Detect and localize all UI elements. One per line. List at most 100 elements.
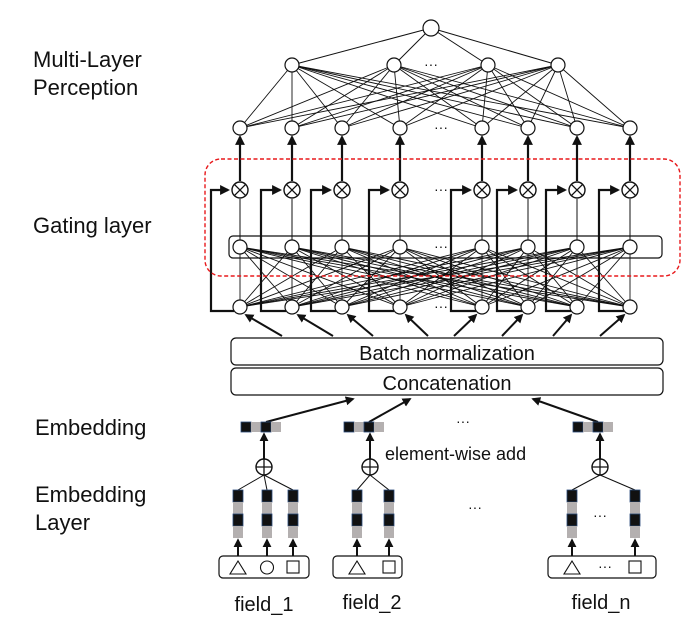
bn-to-node-arrow (501, 313, 524, 337)
gate-node (232, 239, 248, 255)
mlp-label-line1: Multi-Layer (33, 47, 142, 72)
mlp-edge-output-hidden (393, 27, 432, 66)
mlp-edge-hidden-input (341, 64, 395, 129)
feature-embedding-vector (351, 489, 363, 538)
embedding-layer-ellipsis: ··· (468, 499, 482, 515)
mlp-edge-hidden-input (239, 64, 489, 129)
square-input-icon (628, 560, 642, 574)
gate-node (622, 239, 638, 255)
gate-node (569, 239, 585, 255)
embedding-cell-dark (383, 513, 395, 527)
skip-connection-arrow (209, 185, 234, 313)
feature-embedding-vector (232, 489, 244, 538)
gate-dense-edge (291, 246, 631, 308)
gate-dense-edge (576, 246, 631, 308)
element-wise-add-label: element-wise add (385, 444, 526, 464)
bottom-node (474, 299, 490, 315)
embedding-to-concat-arrow (531, 397, 599, 423)
mlp-edge-hidden-input (481, 64, 489, 129)
skip-connection-arrow (309, 185, 336, 313)
feature-embedding-vector (629, 489, 641, 538)
mlp-hidden-node (550, 57, 566, 73)
vector-to-add-line (237, 474, 265, 491)
embedding-cell-light (384, 502, 394, 514)
bottom-node (284, 299, 300, 315)
gate-dense-edge (399, 246, 631, 308)
embedding-layer-label-line2: Layer (35, 510, 90, 535)
embedding-cell-light (603, 422, 613, 432)
mlp-edge-hidden-input (291, 64, 401, 129)
mlp-edge-hidden-input (239, 64, 395, 129)
mlp-edge-hidden-input (239, 64, 293, 129)
gate-dense-edge (399, 246, 578, 308)
mlp-hidden-node (284, 57, 300, 73)
embedding-cell-dark (351, 513, 363, 527)
embedding-cell-dark (287, 489, 299, 503)
mlp-edge-hidden-input (291, 64, 395, 129)
gate-dense-edge (239, 246, 483, 308)
mlp-hidden-node (480, 57, 496, 73)
field-2-label: field_2 (343, 592, 402, 614)
mlp-edge-hidden-input (291, 64, 489, 129)
field-embedding-vector (343, 421, 384, 433)
skip-connection-arrow (449, 185, 476, 313)
mlp-input-node (284, 120, 300, 136)
gate-dense-edge (239, 246, 401, 308)
embedding-to-concat-arrow (368, 398, 412, 423)
gating-layer-region (204, 158, 681, 277)
mlp-edge-hidden-input (291, 64, 529, 129)
field-n-label: field_n (572, 592, 631, 614)
embedding-cell-light (630, 526, 640, 538)
embedding-cell-dark (260, 421, 272, 433)
mlp-input-node (474, 120, 490, 136)
gating-layer-label: Gating layer (33, 213, 152, 238)
bottom-node (232, 299, 248, 315)
embedding-cell-light (288, 526, 298, 538)
feature-embedding-vector (261, 489, 273, 538)
vector-to-add-line (263, 474, 268, 491)
field-1-label: field_1 (235, 594, 294, 616)
mlp-label-line2: Perception (33, 75, 138, 100)
mlp-edge-hidden-input (399, 64, 489, 129)
bottom-node (622, 299, 638, 315)
skip-connection-arrow (495, 185, 522, 313)
embedding-cell-dark (343, 421, 355, 433)
embedding-cell-dark (240, 421, 252, 433)
multiply-icon (475, 183, 489, 197)
mlp-edge-hidden-input (557, 64, 631, 129)
bottom-ellipsis: ··· (434, 298, 448, 314)
multiply-icon (285, 183, 299, 197)
bn-to-node-arrow (244, 314, 283, 337)
embedding-section: ············ (218, 396, 657, 579)
gate-dense-edge (239, 246, 578, 308)
feature-embedding-vector (383, 489, 395, 538)
bottom-node (569, 299, 585, 315)
embedding-cell-light (251, 422, 261, 432)
mlp-edge-hidden-input (557, 64, 578, 129)
mlp-edge-hidden-input (291, 64, 559, 129)
gate-node-container (228, 235, 663, 259)
embedding-cell-light (288, 502, 298, 514)
vector-to-add-line (263, 474, 294, 491)
embedding-cell-dark (383, 489, 395, 503)
add-icon (256, 459, 272, 475)
multiply-icon (335, 183, 349, 197)
square-input-icon (286, 560, 300, 574)
bottom-node (392, 299, 408, 315)
embedding-cell-dark (363, 421, 375, 433)
skip-connection-arrow (367, 185, 394, 313)
mlp-input-node (334, 120, 350, 136)
bn-to-node-arrow (296, 314, 334, 337)
embedding-cell-dark (232, 513, 244, 527)
mlp-edge-hidden-input (527, 64, 559, 129)
circle-input-icon (259, 560, 275, 575)
field-n-vector-ellipsis: ··· (593, 507, 607, 523)
mlp-input-node (232, 120, 248, 136)
mlp-output-node (422, 19, 440, 37)
gate-dense-edge (239, 246, 631, 308)
mlp-hidden-node (386, 57, 402, 73)
embedding-cell-dark (261, 513, 273, 527)
batch-normalization-text: Batch normalization (359, 343, 535, 365)
embedding-cell-light (233, 526, 243, 538)
embedding-cell-dark (592, 421, 604, 433)
